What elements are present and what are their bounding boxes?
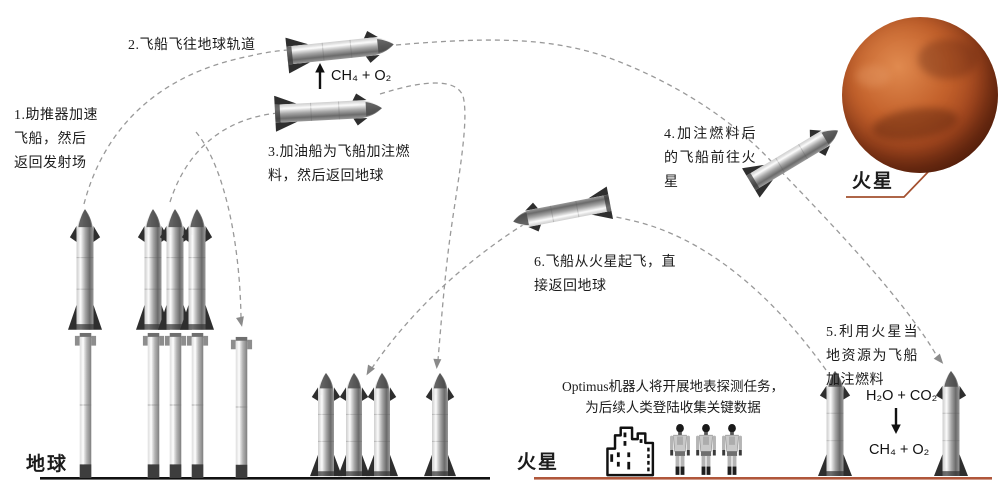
isru-input-label: H₂O + CO₂ [866,388,938,404]
path-tanker-return [379,82,466,361]
tanker-starship [272,90,384,132]
step-2-orbit-note: 2.飞船飞往地球轨道 [128,38,256,53]
isru-output-label: CH₄ + O₂ [869,442,930,458]
step-6-return-note: 6.飞船从火星起飞，直接返回地球 [534,255,676,295]
landed-booster [229,336,254,478]
super-heavy-booster [185,332,210,478]
earth-landed-starship [424,372,456,478]
super-heavy-booster [229,336,254,478]
mars-label-callout-line [846,170,930,198]
path-tanker-ascent [169,112,279,203]
arrowhead-mars-landing [933,353,944,364]
earth-label: 地球 [26,454,69,475]
starship-upper-stage [180,208,214,332]
path-orbit-to-mars [395,39,939,359]
up-arrow-icon [314,63,326,90]
mars-planet-image [842,17,998,173]
orbit-refuel-propellant-label: CH₄ + O₂ [331,68,392,84]
mars-surface-blotch [856,65,890,87]
arrowhead-booster-landing [236,316,244,327]
arrowhead-earth-return-landing [366,364,375,376]
optimus-note-line-2: 为后续人类登陆收集关键数据 [585,399,761,415]
flight-paths [83,39,939,371]
optimus-robot-icon [668,423,692,476]
path-booster-return [195,131,242,319]
step-5-isru-note: 5.利用火星当地资源为飞船加注燃料 [826,325,918,389]
mars-planet-label: 火星 [852,171,895,192]
flight-path-arrowheads [236,316,944,376]
earth-landed-starship [366,372,398,478]
step-4-depart-note: 4.加注燃料后的飞船前往火星 [664,127,756,191]
step-3-tanker-note: 3.加油船为飞船加注燃料，然后返回地球 [268,145,410,185]
arrowhead-tanker-landing [433,358,442,369]
mars-surface-label: 火星 [517,452,560,473]
step-1-booster-note: 1.助推器加速飞船，然后返回发射场 [14,108,98,172]
optimus-robot-icon [694,423,718,476]
mars-ground-line [534,477,992,480]
earth-full-stack-rocket [68,208,102,478]
starship-upper-stage [68,208,102,332]
optimus-robot-icon [720,423,744,476]
earth-full-stack-rocket [180,208,214,478]
mars-base-buildings-icon [604,424,662,477]
mars-surface-blotch [918,39,978,79]
mars-surface-blotch [870,103,960,145]
down-arrow-icon [890,407,902,434]
super-heavy-booster [73,332,98,478]
optimus-note: Optimus机器人将开展地表探测任务， 为后续人类登陆收集关键数据 [556,377,790,419]
earth-ground-line [40,477,490,480]
optimus-note-line-1: Optimus机器人将开展地表探测任务， [561,379,784,394]
mars-landed-starship [934,370,968,478]
path-launch-to-orbit [83,49,289,205]
